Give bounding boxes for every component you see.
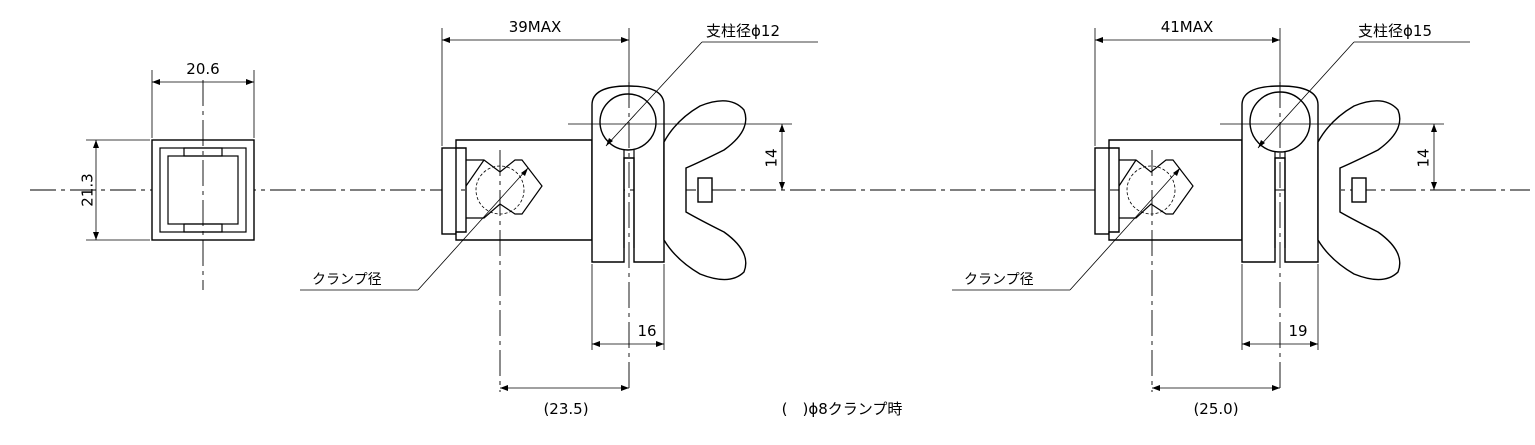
clamp-a-max-label: 39MAX (509, 18, 562, 36)
clamp-a-center-label: (23.5) (543, 400, 588, 418)
end-view-top-tab (183, 147, 223, 157)
clamp-b-wing-nut (1317, 100, 1401, 281)
clamp-a-post-label: 支柱径ϕ12 (706, 22, 780, 40)
clamp-a-v-groove (466, 159, 543, 219)
arrow-head (246, 79, 254, 85)
clamp-a-clamp-leader (417, 167, 529, 291)
clamp-a-wing-nut (663, 100, 747, 281)
clamp-b-v-groove (1119, 159, 1194, 219)
clamp-b-max-label: 41MAX (1161, 18, 1214, 36)
clamp-a: 39MAX 支柱径ϕ12 14 クランプ径 16 (23.5) (300, 18, 818, 418)
arrow-head (606, 138, 613, 146)
clamp-b-v-inner (1118, 159, 1137, 187)
clamp-a-v-inner (465, 159, 485, 187)
arrow-head (500, 385, 508, 391)
clamp-b-end-plate (1094, 147, 1110, 235)
arrow-head (1431, 182, 1437, 190)
clamp-b-offset-label: 14 (1415, 148, 1433, 167)
arrow-head (1258, 140, 1265, 148)
arrow-head (521, 168, 528, 176)
arrow-head (779, 182, 785, 190)
clamp-a-end-plate (441, 147, 457, 235)
arrow-head (1173, 168, 1180, 176)
arrow-head (1272, 385, 1280, 391)
clamp-b-clamp-label: クランプ径 (964, 272, 1034, 288)
end-view: 20.6 21.3 (79, 60, 255, 290)
clamp-b-nut-cap (1351, 177, 1367, 203)
clamp-b-clamp-leader (1069, 167, 1181, 291)
arrow-head (592, 341, 600, 347)
arrow-head (1095, 37, 1103, 43)
arrow-head (621, 37, 629, 43)
clamp-b: 41MAX 支柱径ϕ15 14 クランプ径 19 (25.0) (952, 18, 1470, 418)
end-view-width-label: 20.6 (186, 60, 219, 78)
clamp-a-slot-label: 16 (637, 322, 656, 340)
arrow-head (152, 79, 160, 85)
clamp-a-clamp-label: クランプ径 (312, 272, 382, 288)
arrow-head (621, 385, 629, 391)
arrow-head (656, 341, 664, 347)
arrow-head (1272, 37, 1280, 43)
arrow-head (442, 37, 450, 43)
arrow-head (93, 232, 99, 240)
arrow-head (1242, 341, 1250, 347)
clamp-b-post-label: 支柱径ϕ15 (1358, 22, 1432, 40)
clamp-b-post-leader (1257, 41, 1355, 149)
clamp-b-hidden-rod (1126, 165, 1176, 215)
arrow-head (779, 124, 785, 132)
clamp-b-slot-label: 19 (1288, 322, 1307, 340)
clamp-a-nut-cap (697, 177, 713, 203)
arrow-head (93, 140, 99, 148)
end-view-height-label: 21.3 (79, 173, 97, 206)
arrow-head (1152, 385, 1160, 391)
arrow-head (1310, 341, 1318, 347)
arrow-head (1431, 124, 1437, 132)
clamp-a-post-leader (605, 41, 703, 147)
note-label: ( )ϕ8クランプ時 (782, 400, 903, 418)
clamp-a-offset-label: 14 (763, 148, 781, 167)
clamp-b-center-label: (25.0) (1193, 400, 1238, 418)
